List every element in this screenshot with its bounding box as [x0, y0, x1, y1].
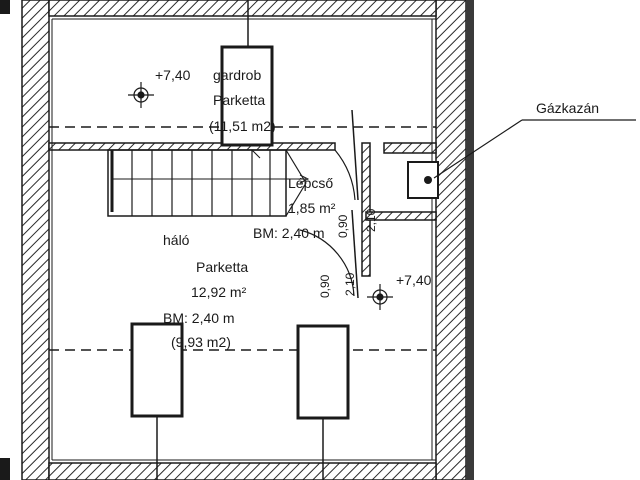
area-stair: 1,85 m² [288, 200, 336, 216]
window-halo-left [130, 322, 184, 418]
stair-wall [361, 142, 371, 277]
door-dim-width-upper: 0,90 [336, 214, 350, 238]
walls [21, 0, 467, 480]
partition-right [383, 142, 437, 154]
level-marker-gardrob [128, 82, 154, 108]
window-halo-right [296, 324, 350, 420]
partition-left [48, 142, 336, 151]
window-gardrob [220, 45, 274, 147]
room-name-gardrob: gardrob [213, 67, 261, 83]
level-marker-stair [367, 284, 393, 310]
left-wall [21, 0, 50, 480]
left-edge-mark [0, 0, 10, 14]
callout-label: Gázkazán [536, 100, 599, 116]
left-edge-mark-bottom [0, 458, 10, 480]
boiler-wall [365, 211, 437, 221]
ceiling-stair: BM: 2,40 m [253, 225, 325, 241]
top-wall [48, 0, 437, 17]
level-label-gardrob: +7,40 [155, 67, 191, 83]
boiler [407, 161, 439, 199]
door-dim-width-lower: 0,90 [318, 274, 332, 298]
bottom-wall [48, 462, 437, 480]
ceiling-halo: BM: 2,40 m [163, 310, 235, 326]
right-wall [435, 0, 467, 480]
reduced-area-halo: (9,93 m2) [171, 334, 231, 350]
callout-leader [433, 119, 636, 179]
area-gardrob: (11,51 m2) [209, 118, 276, 134]
exterior-edge [466, 0, 474, 480]
door-dim-height-lower: 2,10 [343, 272, 357, 296]
door-dim-height-upper: 2,10 [364, 208, 378, 232]
area-halo: 12,92 m² [191, 284, 247, 300]
staircase [107, 149, 310, 217]
doors [299, 109, 359, 299]
room-name-stair: Lépcső [288, 175, 333, 191]
room-name-halo: háló [163, 232, 190, 248]
floor-type-halo: Parketta [196, 259, 248, 275]
floor-type-gardrob: Parketta [213, 92, 265, 108]
level-label-stair: +7,40 [396, 272, 432, 288]
